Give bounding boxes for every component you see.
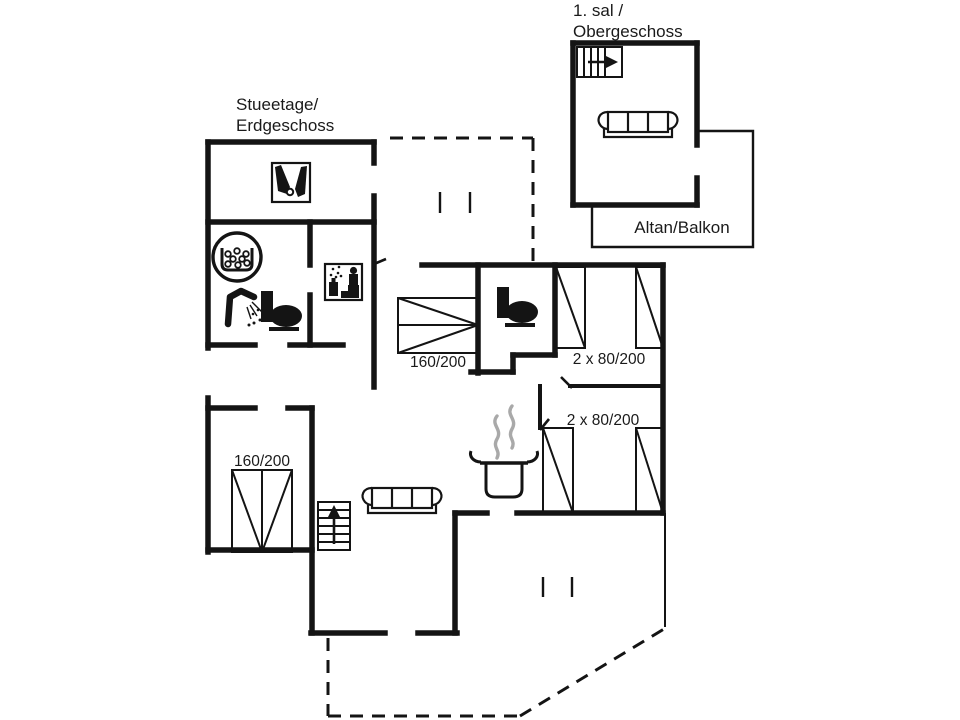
cooking-pot-icon [469, 404, 539, 499]
double-bed-icon-middle [397, 297, 479, 354]
toilet-icon-bathroom [261, 291, 302, 331]
bed-size-label-middle: 160/200 [410, 354, 466, 371]
stairs-up-icon-ground [317, 501, 351, 551]
sofa-icon-upper [597, 110, 679, 139]
upper-floor-label-line1: 1. sal / [573, 1, 623, 20]
sofa-icon-ground [361, 486, 443, 515]
terrace-dashed-outline [326, 136, 665, 718]
double-bed-icon-left [231, 469, 293, 553]
balcony-outline [590, 129, 755, 249]
window-markers [438, 192, 574, 597]
toilet-icon-wc [497, 287, 538, 327]
balcony-label: Altan/Balkon [634, 218, 729, 237]
door-swing-marks [373, 257, 573, 431]
single-bed-icons-bedroom2 [542, 427, 664, 514]
single-bed-icons-bedroom1 [555, 266, 664, 349]
upper-floor-walls [570, 40, 700, 208]
stairs-up-icon-upper [576, 46, 623, 78]
ground-floor-label-line1: Stueetage/ [236, 95, 319, 114]
ground-floor-label-line2: Erdgeschoss [236, 116, 334, 135]
shower-icon [224, 287, 266, 328]
bed-size-label-bedroom2: 2 x 80/200 [567, 412, 640, 429]
bed-size-label-bedroom1: 2 x 80/200 [573, 351, 646, 368]
interior-partition-walls [538, 384, 665, 430]
sauna-icon [323, 262, 364, 302]
washing-machine-icon [211, 231, 263, 283]
bed-size-label-left: 160/200 [234, 453, 290, 470]
upper-floor-label-line2: Obergeschoss [573, 22, 683, 41]
boot-cleaning-icon [270, 161, 312, 204]
